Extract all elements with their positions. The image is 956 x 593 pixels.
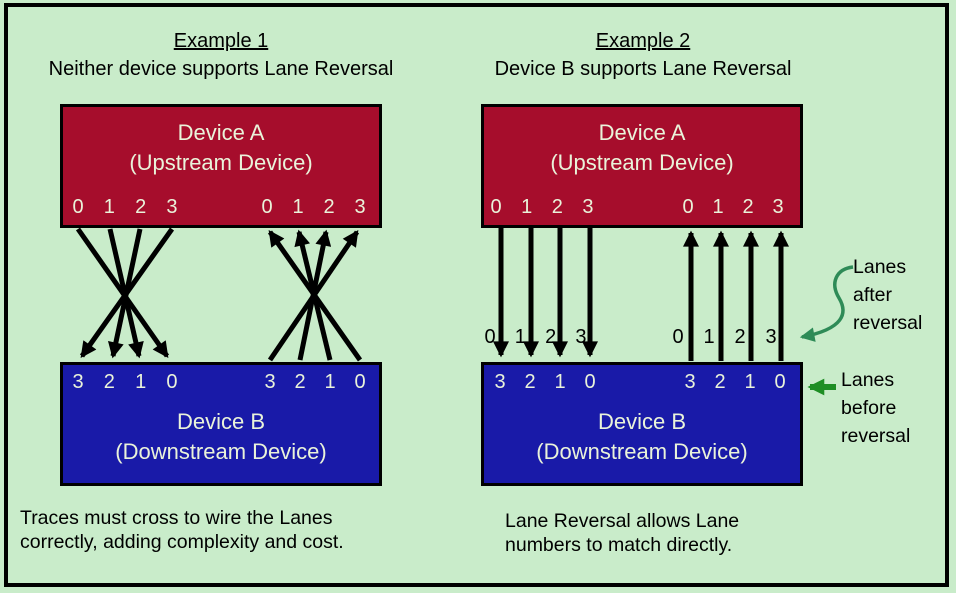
- example2-reversed-labels-right: 0 1 2 3: [670, 326, 779, 349]
- example2-caption: Lane Reversal allows Lane numbers to mat…: [505, 510, 740, 556]
- lane-number: 2: [545, 326, 557, 348]
- device-b-role: (Downstream Device): [115, 439, 327, 464]
- example2-device-b-box: Device B (Downstream Device) 3 2 1 0 3 2…: [481, 362, 803, 486]
- lane-number: 0: [484, 326, 496, 348]
- device-b-name: Device B: [597, 409, 687, 434]
- lane-number: 2: [551, 196, 563, 218]
- example2-title: Example 2: [595, 30, 691, 52]
- device-a-role: (Upstream Device): [129, 150, 313, 175]
- lane-number: 3: [582, 196, 594, 218]
- example2-device-b-lanes-left: 3 2 1 0: [492, 371, 598, 394]
- lane-number: 1: [712, 196, 724, 218]
- lane-number: 0: [682, 196, 694, 218]
- lane-number: 2: [135, 196, 147, 218]
- example2-device-b-text: Device B (Downstream Device): [484, 407, 800, 467]
- example1-caption: Traces must cross to wire the Lanes corr…: [20, 507, 344, 553]
- lane-number: 2: [323, 196, 335, 218]
- example2-device-a-box: Device A (Upstream Device) 0 1 2 3 0 1 2…: [481, 104, 803, 228]
- lane-number: 3: [494, 371, 506, 393]
- lane-number: 1: [135, 371, 147, 393]
- lane-number: 1: [103, 196, 115, 218]
- lane-number: 3: [765, 326, 777, 348]
- lane-number: 1: [292, 196, 304, 218]
- lane-number: 1: [554, 371, 566, 393]
- example1-device-a-box: Device A (Upstream Device) 0 1 2 3 0 1 2…: [60, 104, 382, 228]
- lane-number: 2: [294, 371, 306, 393]
- example1-device-b-lanes-left: 3 2 1 0: [70, 371, 180, 394]
- lane-number: 3: [575, 326, 587, 348]
- example1-device-b-lanes-right: 3 2 1 0: [262, 371, 368, 394]
- lane-number: 3: [166, 196, 178, 218]
- example2-subtitle: Device B supports Lane Reversal: [494, 58, 792, 80]
- lane-number: 3: [264, 371, 276, 393]
- device-b-role: (Downstream Device): [536, 439, 748, 464]
- device-a-name: Device A: [177, 120, 265, 145]
- lane-number: 0: [261, 196, 273, 218]
- example1-device-a-lanes-left: 0 1 2 3: [70, 196, 180, 219]
- example1-device-b-box: Device B (Downstream Device) 3 2 1 0 3 2…: [60, 362, 382, 486]
- lane-number: 1: [744, 371, 756, 393]
- lane-number: 3: [72, 371, 84, 393]
- lane-number: 3: [684, 371, 696, 393]
- example2-device-a-lanes-right: 0 1 2 3: [680, 196, 786, 219]
- lane-number: 3: [772, 196, 784, 218]
- lane-number: 1: [521, 196, 533, 218]
- lane-number: 1: [324, 371, 336, 393]
- lane-number: 2: [734, 326, 746, 348]
- example1-subtitle: Neither device supports Lane Reversal: [48, 58, 394, 80]
- lane-number: 2: [524, 371, 536, 393]
- lanes-after-reversal-label: Lanes after reversal: [853, 256, 923, 334]
- example1-device-a-text: Device A (Upstream Device): [63, 118, 379, 178]
- example2-device-b-lanes-right: 3 2 1 0: [682, 371, 788, 394]
- example2-reversed-labels-left: 0 1 2 3: [482, 326, 589, 349]
- lane-number: 1: [514, 326, 526, 348]
- lane-number: 3: [354, 196, 366, 218]
- device-a-role: (Upstream Device): [550, 150, 734, 175]
- lane-number: 0: [354, 371, 366, 393]
- lane-number: 1: [703, 326, 715, 348]
- example1-title: Example 1: [173, 30, 269, 52]
- lane-number: 0: [672, 326, 684, 348]
- lane-number: 0: [774, 371, 786, 393]
- example1-device-a-lanes-right: 0 1 2 3: [259, 196, 368, 219]
- lane-number: 0: [490, 196, 502, 218]
- example1-device-b-text: Device B (Downstream Device): [63, 407, 379, 467]
- lane-number: 2: [742, 196, 754, 218]
- example2-device-a-lanes-left: 0 1 2 3: [488, 196, 596, 219]
- lane-number: 2: [714, 371, 726, 393]
- lanes-before-reversal-label: Lanes before reversal: [841, 369, 911, 447]
- lane-number: 0: [72, 196, 84, 218]
- lane-number: 0: [166, 371, 178, 393]
- example2-header: Example 2: [443, 30, 843, 53]
- diagram-border: [4, 3, 949, 587]
- example2-device-a-text: Device A (Upstream Device): [484, 118, 800, 178]
- lane-number: 0: [584, 371, 596, 393]
- example1-header: Example 1: [0, 30, 442, 53]
- device-b-name: Device B: [176, 409, 266, 434]
- lane-number: 2: [103, 371, 115, 393]
- device-a-name: Device A: [598, 120, 686, 145]
